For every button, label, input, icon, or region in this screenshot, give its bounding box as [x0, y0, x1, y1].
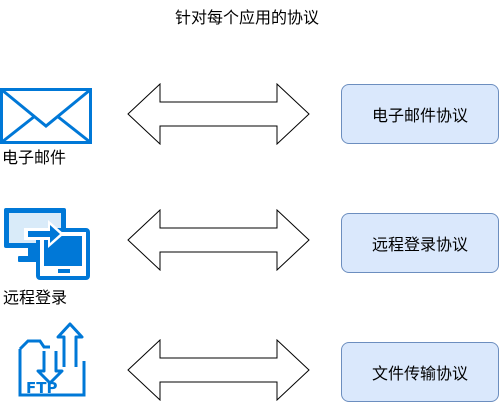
protocol-box-remote-login: 远程登录协议 — [341, 213, 499, 273]
app-label-remote-login: 远程登录 — [3, 288, 68, 307]
protocol-box-file-transfer: 文件传输协议 — [341, 342, 499, 402]
diagram-title-text: 针对每个应用的协议 — [174, 8, 319, 27]
double-arrow-file-transfer — [127, 339, 310, 401]
protocol-label-file-transfer: 文件传输协议 — [371, 364, 468, 383]
envelope-icon — [0, 88, 92, 144]
protocol-box-email: 电子邮件协议 — [341, 84, 499, 144]
diagram-title: 针对每个应用的协议 — [0, 8, 502, 28]
svg-text:FTP: FTP — [26, 379, 57, 397]
protocol-label-remote-login: 远程登录协议 — [371, 235, 468, 254]
app-label-email: 电子邮件 — [2, 148, 67, 167]
double-arrow-remote-login — [127, 209, 310, 271]
protocol-label-email: 电子邮件协议 — [371, 106, 468, 125]
ftp-icon: FTP — [18, 322, 86, 397]
remote-desktop-icon — [4, 208, 90, 280]
double-arrow-email — [127, 83, 310, 145]
